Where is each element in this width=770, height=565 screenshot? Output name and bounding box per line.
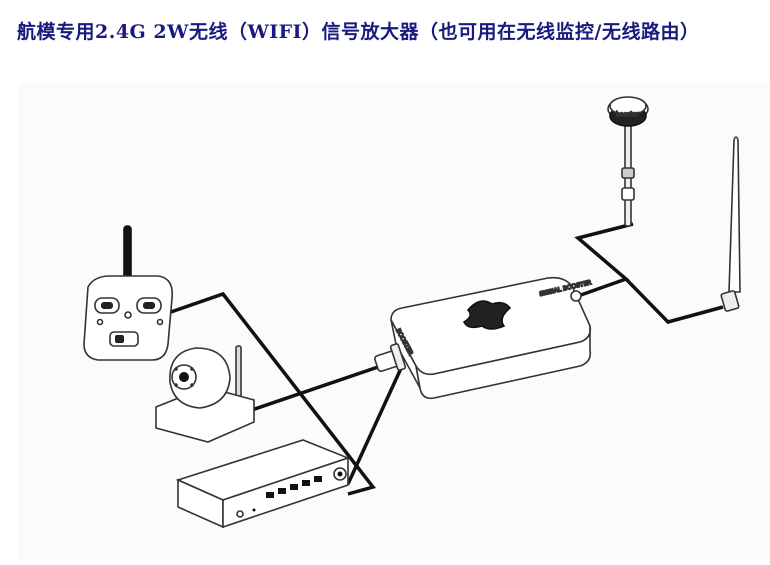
cable-controller-to-router [167, 291, 376, 496]
camera-antenna [235, 345, 242, 402]
transmitter-antenna [123, 225, 132, 279]
ip-camera [155, 345, 255, 443]
rod-antenna-base [720, 290, 740, 312]
cable-to-rod-antenna [624, 277, 724, 324]
ethernet-ports [266, 476, 322, 498]
amplifier-sma-connector [374, 343, 407, 373]
page-title: 航模专用2.4G 2W无线（WIFI）信号放大器（也可用在无线监控/无线路由） [17, 21, 700, 43]
mushroom-antenna: booster [607, 96, 649, 227]
power-led-icon [124, 311, 132, 319]
amplifier-output-port-icon [570, 290, 582, 302]
rod-antenna-whip [728, 136, 741, 293]
amplifier-logo-icon [462, 300, 512, 330]
connection-diagram: SIGNAL BOOSTER BOOSTER booster [18, 82, 770, 560]
rc-transmitter [83, 225, 174, 361]
camera-head [169, 347, 231, 409]
router-power-icon [236, 510, 244, 518]
rod-antenna [720, 136, 741, 312]
wifi-router [175, 439, 351, 529]
cable-amplifier-to-antennas [574, 222, 634, 298]
amplifier-side [415, 325, 592, 400]
cable-camera-to-amplifier [242, 365, 379, 415]
cables [167, 222, 724, 496]
cable-router-to-amplifier [346, 363, 405, 485]
signal-amplifier: SIGNAL BOOSTER BOOSTER [374, 276, 593, 400]
diagram-canvas: SIGNAL BOOSTER BOOSTER booster [83, 96, 741, 529]
antenna-cap-label: booster [616, 111, 639, 118]
